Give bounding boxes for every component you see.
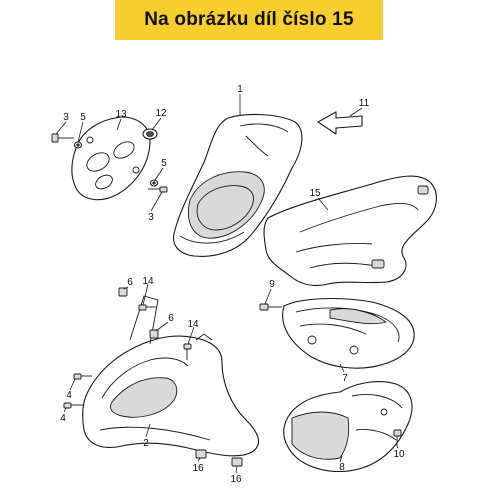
callout-3-top: 3: [63, 112, 69, 123]
part-number-banner: Na obrázku díl číslo 15: [115, 0, 383, 40]
arrow-11: [317, 111, 363, 135]
callout-8: 8: [339, 462, 345, 473]
callout-15: 15: [309, 188, 321, 199]
part-lower-panel-8: [283, 381, 413, 472]
clip-16-right: [231, 457, 243, 467]
screw-9: [259, 303, 282, 311]
callout-3-right: 3: [148, 212, 154, 223]
callout-11: 11: [359, 98, 370, 109]
callout-10: 10: [393, 449, 405, 460]
screw-3-top: [51, 133, 74, 143]
callout-13: 13: [115, 109, 127, 120]
callout-4-bottom: 4: [60, 413, 66, 424]
banner-text: Na obrázku díl číslo 15: [144, 9, 354, 30]
callout-16-left: 16: [192, 463, 204, 474]
washer-5-top: [73, 141, 83, 149]
washer-5-right: [149, 179, 159, 187]
screw-14-right: [183, 343, 192, 360]
callout-14-right: 14: [187, 319, 199, 330]
clip-16-left: [195, 449, 207, 459]
part-inner-cover-15: [263, 175, 437, 287]
callout-6-mid: 6: [168, 313, 174, 324]
screw-10: [393, 429, 402, 446]
clip-6-top: [118, 287, 128, 297]
part-front-lower-cover: [82, 295, 260, 457]
part-inner-panel-7: [282, 297, 415, 369]
callout-7: 7: [342, 373, 348, 384]
part-front-cover: [173, 114, 303, 257]
screw-14-top: [138, 304, 156, 311]
screw-4-bottom: [63, 402, 84, 409]
callout-5-right: 5: [161, 158, 167, 169]
clip-6-mid: [149, 329, 159, 339]
callout-9: 9: [269, 279, 275, 290]
screw-3-right: [148, 186, 168, 193]
callout-14-top: 14: [142, 276, 154, 287]
callout-5-top: 5: [80, 112, 86, 123]
part-grommet: [142, 128, 158, 140]
callout-2: 2: [143, 438, 149, 449]
callout-12: 12: [155, 108, 167, 119]
callout-1: 1: [237, 84, 243, 95]
callout-16-right: 16: [230, 474, 242, 485]
callout-labels: 1 2 3 3 4 4 5 5 6 6 7 8 9 10 11 12 13 14…: [60, 84, 405, 485]
screw-4-top: [73, 373, 92, 380]
leader-lines: [55, 94, 399, 474]
part-headlight-bracket: [71, 116, 151, 201]
callout-4-top: 4: [66, 390, 72, 401]
callout-6-top: 6: [127, 277, 133, 288]
